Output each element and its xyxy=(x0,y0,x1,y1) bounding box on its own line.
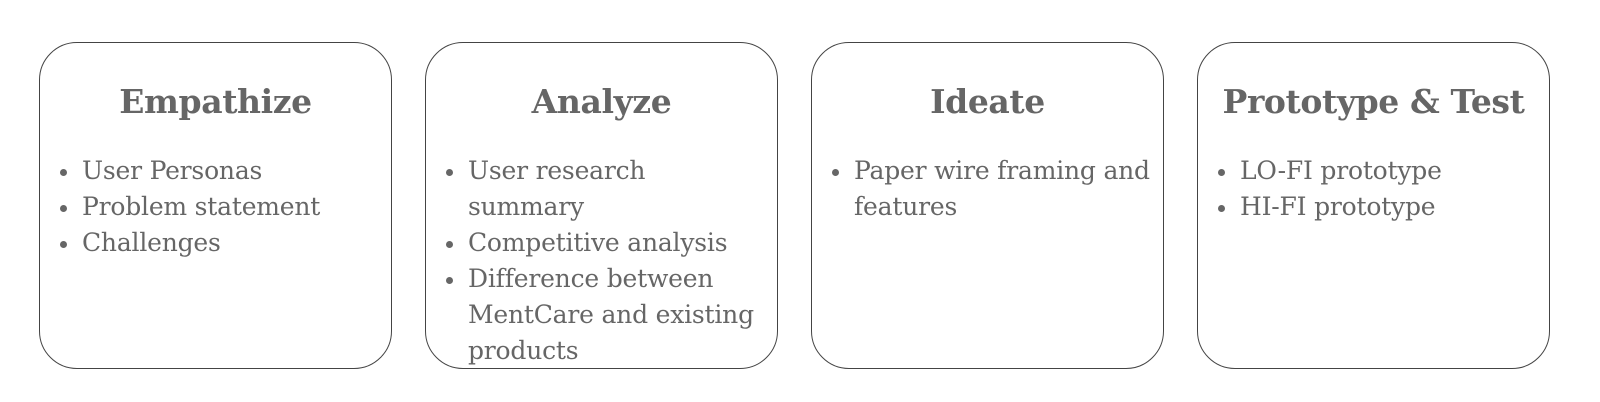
stage-item: Competitive analysis xyxy=(446,225,765,261)
stage-card-empathize: Empathize User Personas Problem statemen… xyxy=(39,42,392,369)
stage-card-ideate: Ideate Paper wire framing and features xyxy=(811,42,1164,369)
stage-item: LO-FI prototype xyxy=(1218,153,1537,189)
stage-item: User research summary xyxy=(446,153,765,225)
stage-items: User research summary Competitive analys… xyxy=(446,153,765,369)
stage-card-analyze: Analyze User research summary Competitiv… xyxy=(425,42,778,369)
stage-item: Challenges xyxy=(60,225,379,261)
stage-item: Paper wire framing and features xyxy=(832,153,1151,225)
stage-title: Ideate xyxy=(930,82,1045,121)
stage-title: Analyze xyxy=(531,82,672,121)
stage-item: Difference between MentCare and existing… xyxy=(446,261,765,369)
stage-items: LO-FI prototype HI-FI prototype xyxy=(1218,153,1537,225)
process-stages: Empathize User Personas Problem statemen… xyxy=(39,42,1550,369)
stage-card-prototype-test: Prototype & Test LO-FI prototype HI-FI p… xyxy=(1197,42,1550,369)
stage-item: HI-FI prototype xyxy=(1218,189,1537,225)
stage-item: User Personas xyxy=(60,153,379,189)
stage-title: Empathize xyxy=(119,82,312,121)
stage-items: User Personas Problem statement Challeng… xyxy=(60,153,379,261)
stage-item: Problem statement xyxy=(60,189,379,225)
stage-items: Paper wire framing and features xyxy=(832,153,1151,225)
stage-title: Prototype & Test xyxy=(1222,82,1525,121)
